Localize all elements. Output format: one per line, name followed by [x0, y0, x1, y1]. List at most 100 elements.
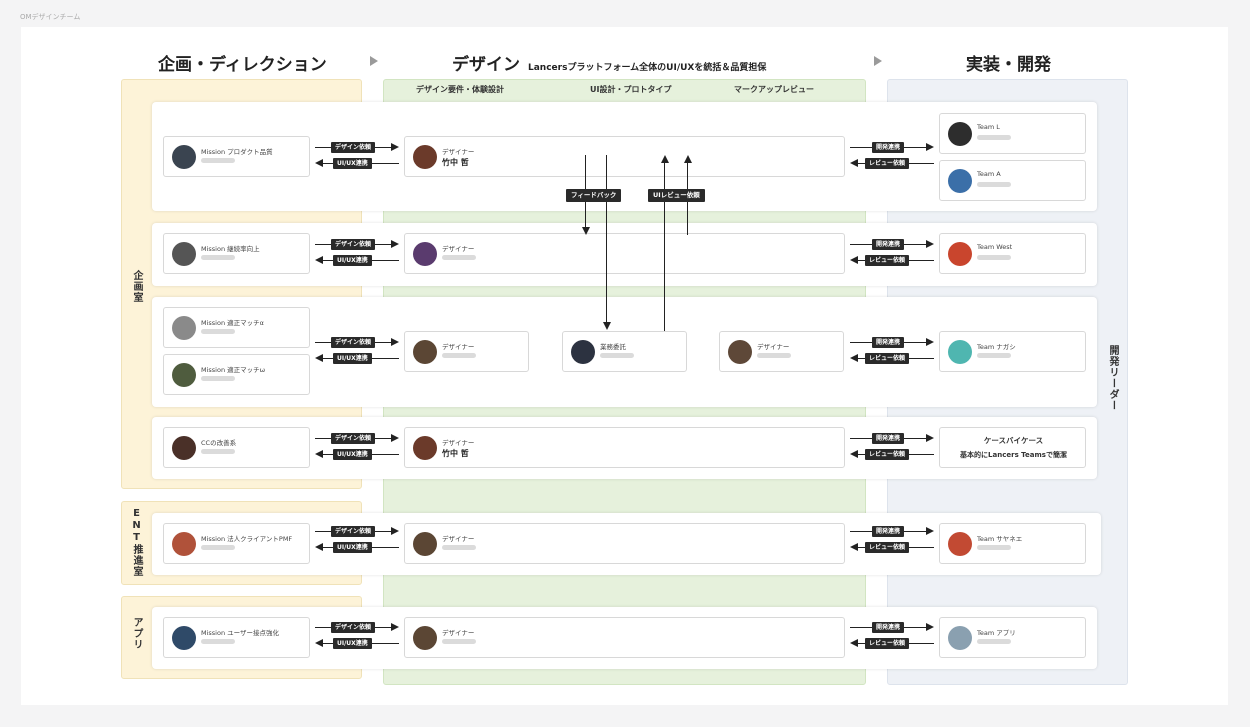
review-request-pill: レビュー依頼 — [865, 542, 910, 553]
design-request-pill: デザイン依頼 — [331, 622, 376, 633]
review-request-pill: レビュー依頼 — [865, 158, 910, 169]
outsource-card[interactable]: 業務委託 — [562, 331, 687, 372]
mission-card[interactable]: CCの改善系 — [163, 427, 310, 468]
avatar — [948, 168, 972, 193]
arrow-head-left — [315, 256, 323, 264]
ui-review-request-pill: UIレビュー依頼 — [648, 189, 705, 202]
design-subheader-3: マークアップレビュー — [734, 85, 814, 94]
review-request-pill: レビュー依頼 — [865, 255, 910, 266]
dev-link-pill: 開発連携 — [872, 239, 905, 250]
arrow-head-left — [850, 639, 858, 647]
team-card[interactable]: Team ナガシ — [939, 331, 1086, 372]
avatar — [172, 531, 196, 556]
outsource-line — [606, 155, 608, 323]
review-request-pill: レビュー依頼 — [865, 353, 910, 364]
team-card[interactable]: Team サヤネエ — [939, 523, 1086, 564]
design-request-pill: デザイン依頼 — [331, 526, 376, 537]
connector-design-request: デザイン依頼 UI/UX連携 — [315, 525, 399, 555]
arrow-head-left — [315, 450, 323, 458]
arrow-head-right — [926, 623, 934, 631]
dev-link-pill: 開発連携 — [872, 337, 905, 348]
team-card[interactable]: Team A — [939, 160, 1086, 201]
designer-role: デザイナー — [442, 245, 475, 253]
mission-card[interactable]: Mission 継続率向上 — [163, 233, 310, 274]
member-name-blurred — [442, 255, 476, 260]
team-name: Team A — [977, 170, 1001, 178]
mission-title: Mission ユーザー接点強化 — [201, 629, 280, 637]
member-name-blurred — [201, 376, 235, 381]
avatar — [172, 315, 196, 340]
casebycase-card[interactable]: ケースバイケース 基本的にLancers Teamsで簡潔 — [939, 427, 1086, 468]
design-request-pill: デザイン依頼 — [331, 433, 376, 444]
connector-design-request: デザイン依頼 UI/UX連携 — [315, 432, 399, 462]
design-subheader-1: デザイン要件・体験設計 — [416, 85, 504, 94]
member-name-blurred — [977, 639, 1011, 644]
designer-card[interactable]: デザイナー — [404, 233, 845, 274]
arrow-head-left — [315, 159, 323, 167]
designer-role: デザイナー — [442, 343, 475, 351]
outsource-role: 業務委託 — [600, 343, 626, 351]
member-name-blurred — [977, 182, 1011, 187]
member-name-blurred — [757, 353, 791, 358]
avatar — [413, 339, 437, 364]
feedback-pill: フィードバック — [566, 189, 622, 202]
arrow-head-right — [926, 527, 934, 535]
arrow-head-left — [315, 639, 323, 647]
arrow-head-right — [926, 143, 934, 151]
header-design-subtitle: Lancersプラットフォーム全体のUI/UXを統括＆品質担保 — [528, 63, 767, 73]
designer-card[interactable]: デザイナー — [404, 523, 845, 564]
arrow-head-right — [391, 143, 399, 151]
mission-card[interactable]: Mission 適正マッチα — [163, 307, 310, 348]
arrow-head-right — [391, 338, 399, 346]
avatar — [948, 241, 972, 266]
arrow-head-left — [315, 354, 323, 362]
design-request-pill: デザイン依頼 — [331, 239, 376, 250]
designer-card[interactable]: デザイナー 竹中 哲 — [404, 136, 845, 177]
avatar — [413, 625, 437, 650]
member-name-blurred — [977, 135, 1011, 140]
arrow-head-left — [850, 450, 858, 458]
designer-card[interactable]: デザイナー — [404, 331, 529, 372]
header-arrow-1 — [370, 56, 378, 66]
team-name: Team West — [977, 243, 1013, 251]
section-label-kikaku: 企画室 — [131, 270, 142, 303]
mission-card[interactable]: Mission 法人クライアントPMF — [163, 523, 310, 564]
member-name-blurred — [442, 545, 476, 550]
connector-dev-link: 開発連携 レビュー依頼 — [850, 141, 934, 171]
team-card[interactable]: Team アプリ — [939, 617, 1086, 658]
mission-card[interactable]: Mission 適正マッチω — [163, 354, 310, 395]
mission-title: CCの改善系 — [201, 439, 237, 447]
arrow-head-right — [926, 240, 934, 248]
member-name-blurred — [201, 158, 235, 163]
team-card[interactable]: Team L — [939, 113, 1086, 154]
avatar — [172, 625, 196, 650]
header-design-title: デザイン — [452, 55, 520, 75]
avatar — [948, 531, 972, 556]
team-name: Team サヤネエ — [977, 535, 1023, 543]
arrow-head-left — [315, 543, 323, 551]
uiux-link-pill: UI/UX連携 — [333, 638, 372, 649]
avatar — [571, 339, 595, 364]
casebycase-body: 基本的にLancers Teamsで簡潔 — [960, 451, 1067, 459]
avatar — [728, 339, 752, 364]
review-request-pill: レビュー依頼 — [865, 638, 910, 649]
arrow-head-right — [391, 623, 399, 631]
arrow-head-left — [850, 543, 858, 551]
arrow-head-left — [850, 354, 858, 362]
designer-card[interactable]: デザイナー — [719, 331, 844, 372]
member-name-blurred — [977, 545, 1011, 550]
arrow-head-right — [391, 434, 399, 442]
designer-role: デザイナー — [442, 629, 475, 637]
team-name: Team ナガシ — [977, 343, 1016, 351]
mission-title: Mission プロダクト品質 — [201, 148, 273, 156]
connector-design-request: デザイン依頼 UI/UX連携 — [315, 336, 399, 366]
team-card[interactable]: Team West — [939, 233, 1086, 274]
designer-card[interactable]: デザイナー 竹中 哲 — [404, 427, 845, 468]
avatar — [948, 339, 972, 364]
designer-card[interactable]: デザイナー — [404, 617, 845, 658]
avatar — [413, 531, 437, 556]
mission-card[interactable]: Mission ユーザー接点強化 — [163, 617, 310, 658]
mission-card[interactable]: Mission プロダクト品質 — [163, 136, 310, 177]
design-request-pill: デザイン依頼 — [331, 142, 376, 153]
